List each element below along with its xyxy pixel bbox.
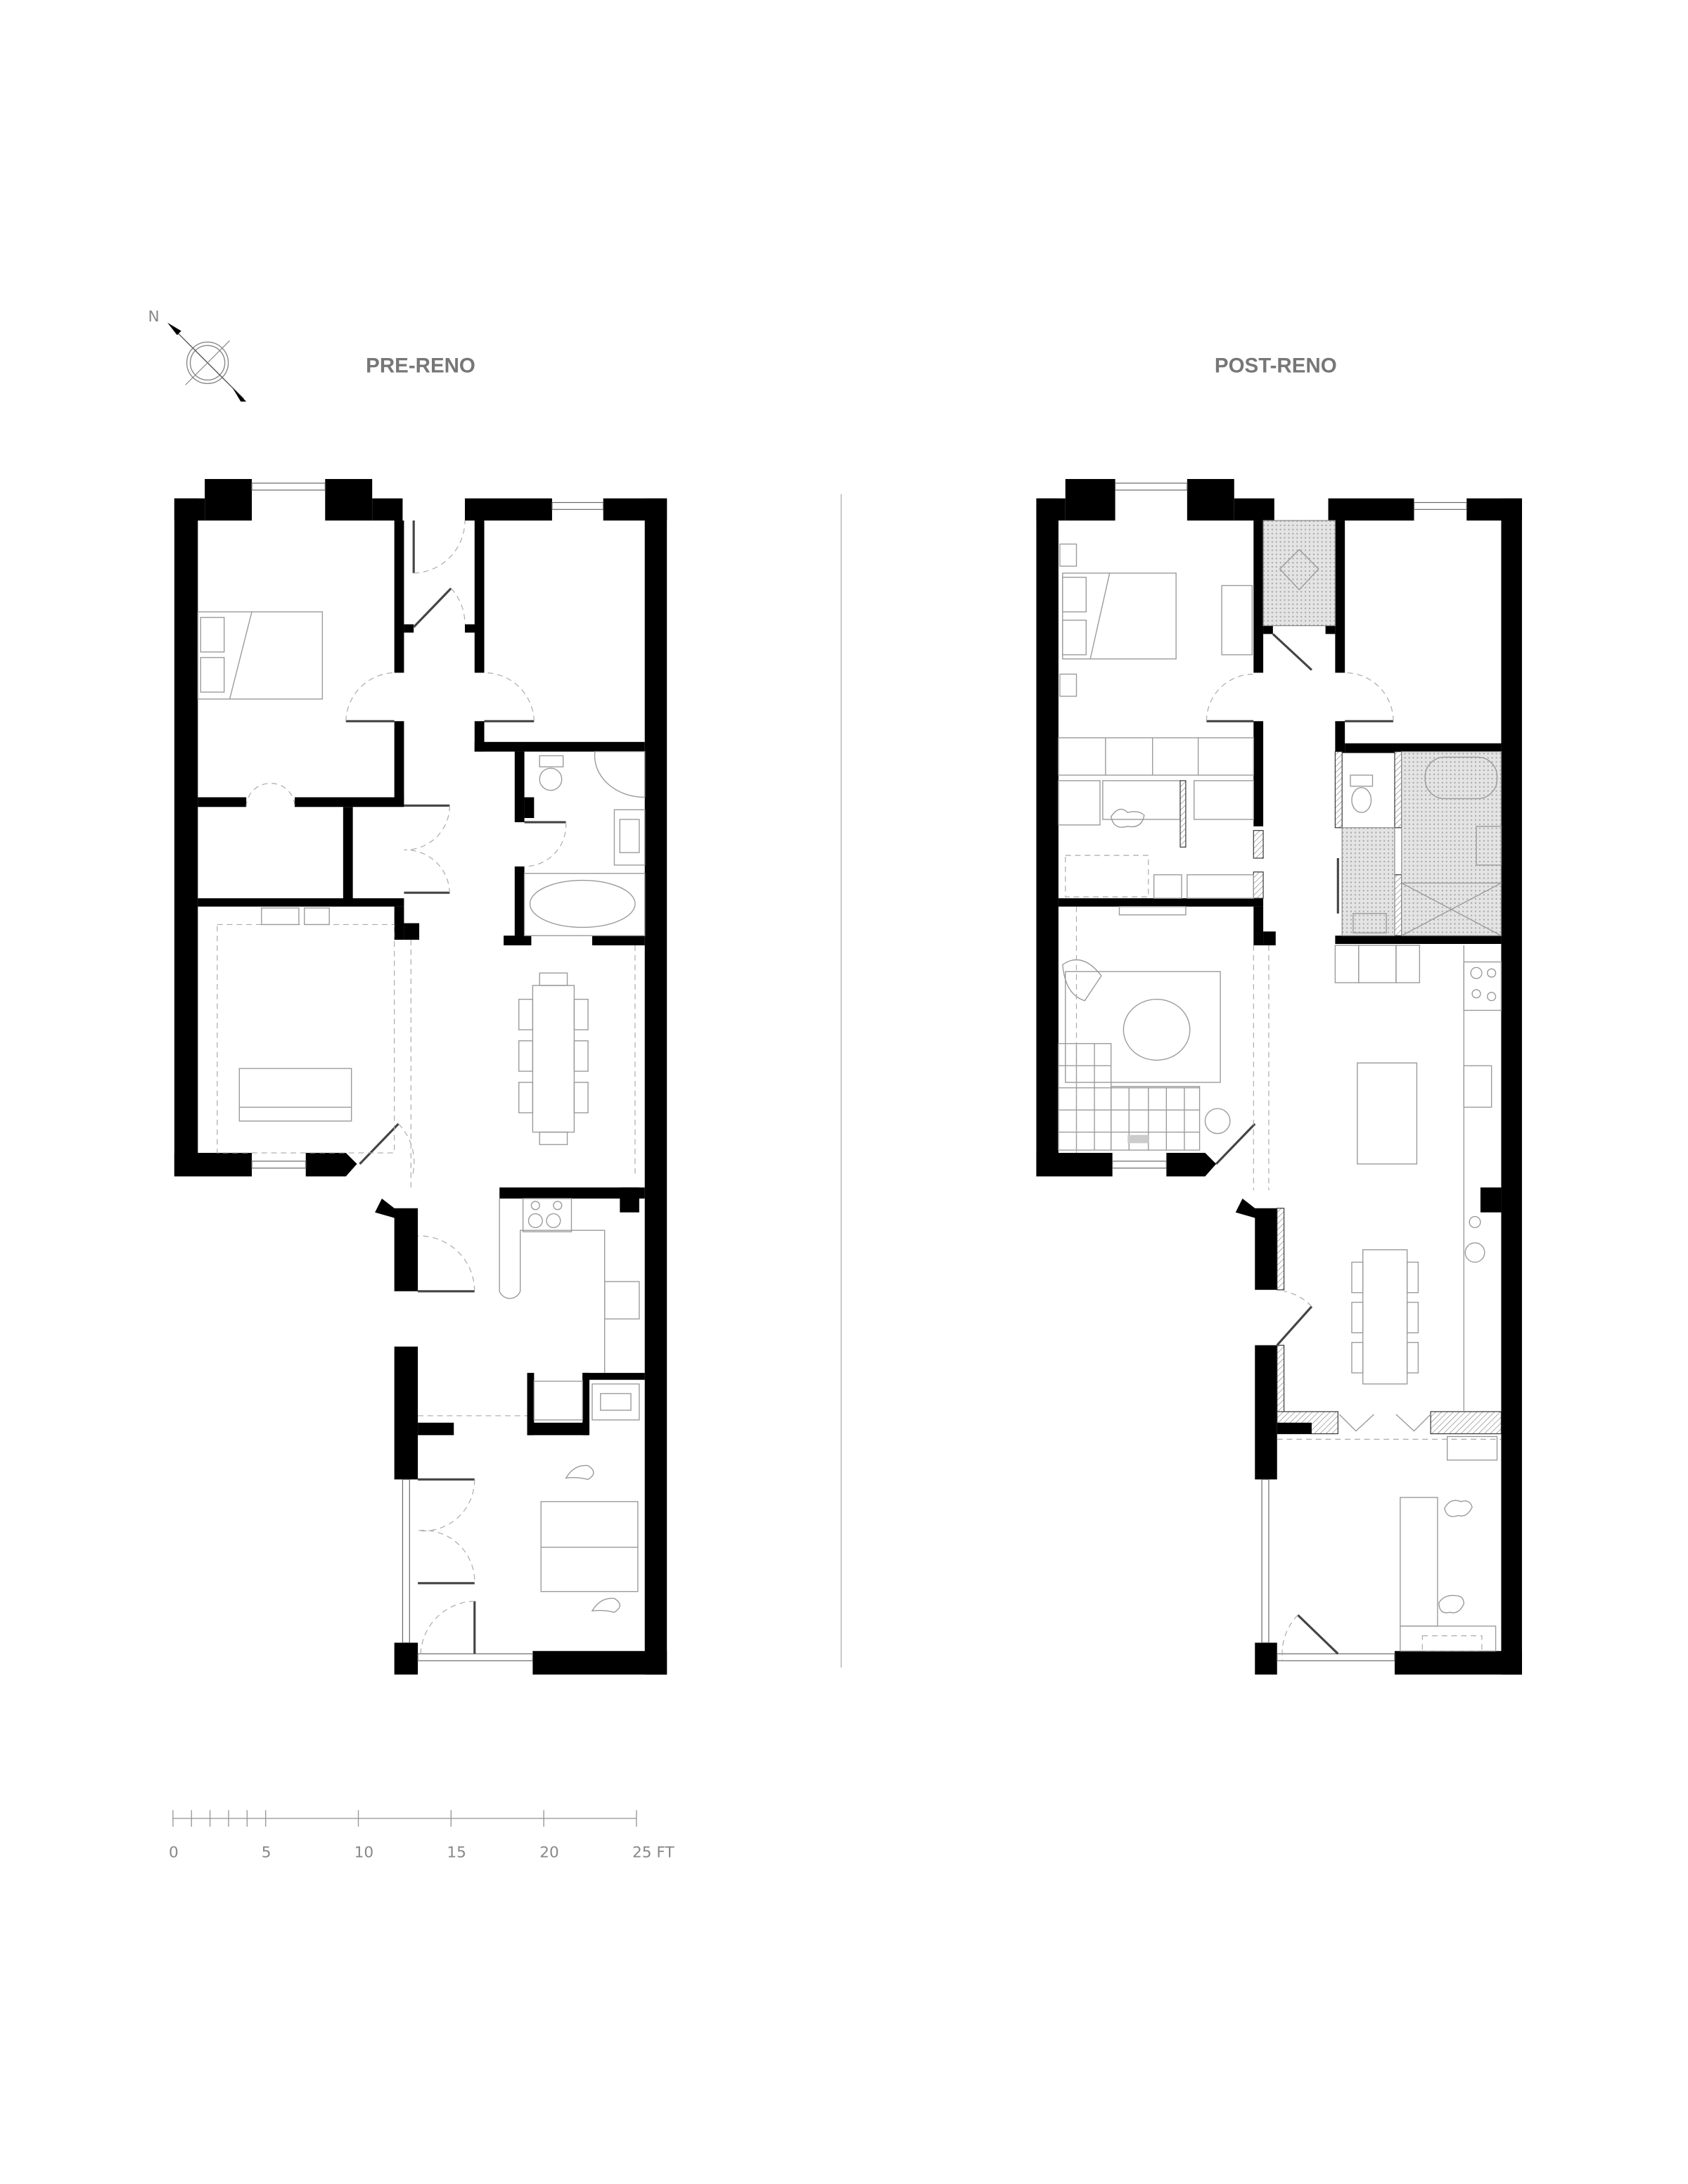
shower-icon [594, 751, 646, 798]
wardrobe-icon [1058, 737, 1254, 776]
radiator-icon [1127, 1135, 1149, 1144]
scale-label: 25 FT [632, 1844, 674, 1861]
side-table-icon [1204, 1108, 1231, 1135]
furniture [1058, 520, 1502, 1652]
office-chair-icon [591, 1597, 620, 1613]
sectional-sofa-icon [1058, 1042, 1201, 1151]
scale-label: 0 [169, 1844, 179, 1861]
exterior-walls [1036, 479, 1522, 1675]
exterior-walls [174, 479, 667, 1675]
pre-reno-plan [174, 479, 667, 1675]
media-console-icon [217, 907, 395, 1154]
scale-label: 5 [262, 1844, 271, 1861]
bench-icon [1065, 855, 1254, 899]
interior-walls [1058, 521, 1502, 1434]
sofa-icon [238, 1068, 352, 1122]
office-chair-icon [1444, 1500, 1473, 1517]
post-reno-plan [1036, 479, 1522, 1675]
desk-icon [1400, 1497, 1497, 1652]
bathtub-icon [523, 872, 646, 936]
doors [1206, 521, 1431, 1661]
tv-console-icon [1118, 906, 1187, 916]
sink-icon [613, 809, 646, 866]
kitchen-counter-icon [1463, 945, 1502, 1412]
furniture [197, 611, 646, 1613]
toilet-icon [539, 755, 564, 791]
shower-icon [1401, 882, 1502, 936]
plant-icon [1464, 1215, 1485, 1263]
chair-icon [1110, 808, 1145, 828]
windows [251, 483, 604, 1661]
scale-label: 15 [447, 1844, 466, 1861]
sink-icon [1353, 826, 1502, 933]
dining-table-icon [1351, 1249, 1419, 1385]
office-chair-icon [565, 1464, 594, 1481]
bathroom-tile-icon [1341, 751, 1502, 936]
bed-icon [197, 611, 324, 700]
dining-table-icon [518, 972, 589, 1145]
north-arrow-icon: N [148, 308, 247, 402]
storage-cabinet-icon [1334, 945, 1421, 983]
windows [1112, 483, 1467, 1661]
interior-walls [198, 521, 645, 1436]
desk-icon [540, 1501, 639, 1592]
office-chair-icon [1438, 1595, 1465, 1614]
desk-icon [1058, 780, 1254, 848]
kitchen-counter-icon [499, 1198, 640, 1373]
scale-label: 10 [354, 1844, 374, 1861]
rug-icon [1065, 971, 1221, 1083]
appliance-icon [533, 1380, 640, 1421]
post-reno-title: POST-RENO [1215, 355, 1337, 378]
cabinet-icon [1447, 1436, 1498, 1461]
north-label: N [148, 308, 159, 326]
scale-bar: 0 5 10 15 20 25 FT [169, 1810, 674, 1861]
scale-label: 20 [539, 1844, 559, 1861]
closet-tile-icon [1262, 520, 1336, 627]
toilet-icon [1350, 774, 1374, 813]
pre-reno-title: PRE-RENO [366, 355, 475, 378]
kitchen-island-icon [1357, 1062, 1418, 1165]
armchair-icon [1062, 959, 1102, 1002]
stove-icon [522, 1198, 573, 1232]
doors [245, 521, 567, 1654]
bathtub-icon [1424, 756, 1498, 800]
bed-icon [1059, 543, 1253, 697]
